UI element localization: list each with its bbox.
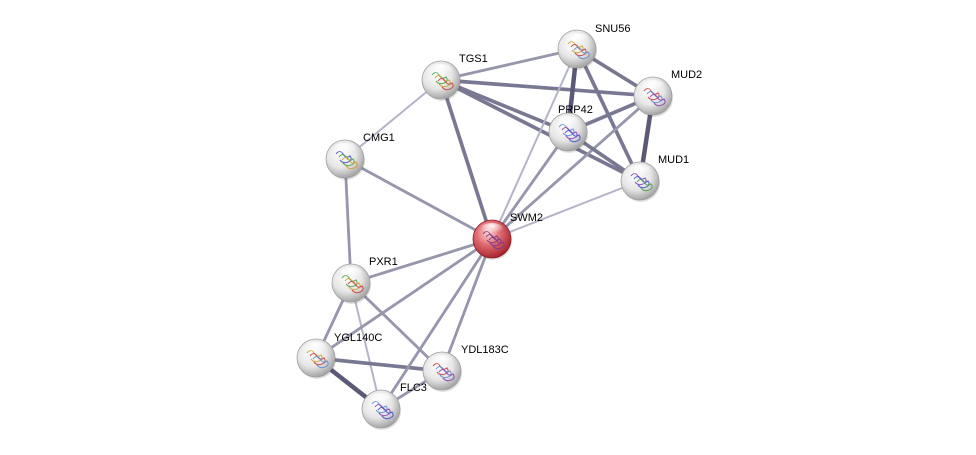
- edge-ygl140c-ydl183c[interactable]: [314, 356, 444, 373]
- node-label-ygl140c: YGL140C: [334, 332, 382, 344]
- edge-tgs1-cmg1[interactable]: [344, 79, 442, 160]
- edge-cmg1-pxr1[interactable]: [343, 157, 353, 285]
- node-highlight: [304, 342, 328, 356]
- edge-tgs1-prp42[interactable]: [439, 78, 570, 134]
- node-highlight: [429, 64, 453, 78]
- edge-ydl183c-swm2[interactable]: [440, 237, 494, 373]
- node-label-snu56: SNU56: [595, 23, 630, 35]
- node-label-pxr1: PXR1: [369, 256, 398, 268]
- node-highlight: [339, 267, 363, 281]
- node-tgs1[interactable]: TGS1: [421, 53, 488, 101]
- node-highlight: [641, 80, 665, 94]
- node-highlight: [369, 393, 393, 407]
- node-highlight: [430, 355, 454, 369]
- node-label-ydl183c: YDL183C: [461, 344, 509, 356]
- edge-cmg1-swm2[interactable]: [343, 157, 494, 241]
- edge-mud2-swm2[interactable]: [490, 94, 655, 241]
- node-label-flc3: FLC3: [400, 382, 427, 394]
- node-ydl183c[interactable]: YDL183C: [422, 344, 509, 392]
- edge-pxr1-flc3[interactable]: [350, 282, 382, 410]
- node-highlight: [556, 116, 580, 130]
- node-label-mud2: MUD2: [671, 69, 702, 81]
- edge-tgs1-snu56[interactable]: [439, 47, 579, 82]
- node-label-cmg1: CMG1: [363, 132, 395, 144]
- node-cmg1[interactable]: CMG1: [325, 132, 395, 180]
- node-highlight: [333, 143, 357, 157]
- node-label-prp42: PRP42: [558, 104, 593, 116]
- node-highlight: [480, 223, 504, 237]
- edge-tgs1-mud2[interactable]: [439, 78, 655, 98]
- edge-mud1-swm2[interactable]: [491, 180, 641, 240]
- node-flc3[interactable]: FLC3: [361, 382, 427, 430]
- node-label-swm2: SWM2: [510, 212, 543, 224]
- node-ygl140c[interactable]: YGL140C: [296, 332, 382, 379]
- node-pxr1[interactable]: PXR1: [331, 256, 398, 304]
- node-mud1[interactable]: MUD1: [620, 154, 689, 202]
- node-snu56[interactable]: SNU56: [557, 23, 630, 70]
- node-highlight: [628, 165, 652, 179]
- edge-snu56-swm2[interactable]: [491, 48, 578, 240]
- edge-pxr1-ydl183c[interactable]: [349, 281, 444, 373]
- node-label-mud1: MUD1: [658, 154, 689, 166]
- node-swm2[interactable]: SWM2: [472, 212, 543, 260]
- edge-prp42-swm2[interactable]: [490, 130, 570, 241]
- node-mud2[interactable]: MUD2: [633, 69, 702, 117]
- node-highlight: [565, 33, 589, 47]
- edge-tgs1-swm2[interactable]: [439, 78, 494, 241]
- node-prp42[interactable]: PRP42: [548, 104, 593, 153]
- edge-flc3-swm2[interactable]: [379, 237, 494, 411]
- edge-pxr1-swm2[interactable]: [349, 237, 494, 285]
- node-label-tgs1: TGS1: [459, 53, 488, 65]
- edge-ygl140c-swm2[interactable]: [314, 237, 494, 360]
